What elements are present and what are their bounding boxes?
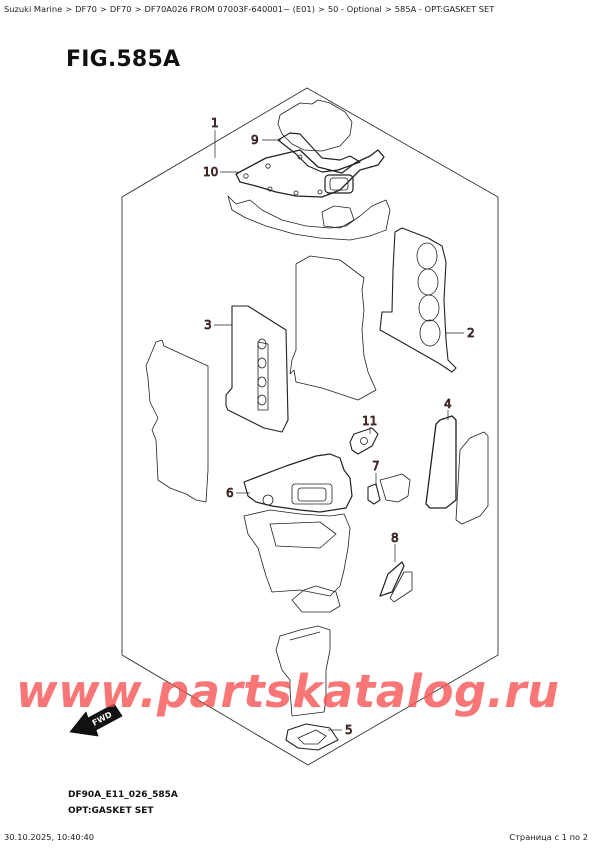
breadcrumb-item-current: 585A - OPT:GASKET SET [394,4,495,14]
page-indicator: Страница с 1 по 2 [509,832,588,842]
callout-8[interactable]: 8 [391,531,399,546]
figure-code: DF90A_E11_026_585A [68,790,178,800]
figure-title: FIG.585A [66,47,181,72]
callout-2[interactable]: 2 [467,326,475,341]
part-10-intake-gasket[interactable] [235,149,385,198]
breadcrumb-item-suzuki-marine[interactable]: Suzuki Marine [4,4,63,14]
kit-boundary-outline [121,87,499,766]
part-3-cam-cover-gasket[interactable] [225,305,289,433]
callout-6[interactable]: 6 [226,486,234,501]
breadcrumb-separator: > [317,4,325,14]
callout-11[interactable]: 11 [362,414,378,429]
part-2-head-gasket[interactable] [379,227,457,373]
cylinder-block-outline [289,255,377,401]
breadcrumb-item-df70[interactable]: DF70 [75,4,97,14]
print-datetime: 30.10.2025, 10:40:40 [4,832,95,842]
callout-4[interactable]: 4 [444,397,452,412]
part-11-gasket[interactable] [349,427,379,455]
fwd-arrow-icon: FWD [69,703,123,737]
part-5-gasket[interactable] [285,723,339,751]
side-cover-outline [145,339,209,503]
callout-9[interactable]: 9 [251,133,259,148]
callout-7[interactable]: 7 [372,459,380,474]
callout-3[interactable]: 3 [204,318,212,333]
exhaust-cover-outline [455,431,489,525]
part-1-upper-body [227,195,391,241]
callout-10[interactable]: 10 [203,165,219,180]
part-9-cover-gasket[interactable] [277,99,361,173]
breadcrumb-separator: > [134,4,142,14]
figure-caption: OPT:GASKET SET [68,806,154,816]
breadcrumb: Suzuki Marine>DF70>DF70>DF70A026 FROM 07… [4,4,494,14]
breadcrumb-item-optional[interactable]: 50 - Optional [327,4,382,14]
oil-pan-outline [243,509,351,613]
callout-5[interactable]: 5 [345,723,353,738]
part-7-flange-gasket[interactable] [367,473,411,505]
breadcrumb-separator: > [99,4,107,14]
breadcrumb-separator: > [384,4,392,14]
breadcrumb-separator: > [65,4,73,14]
breadcrumb-item-df70-model[interactable]: DF70 [109,4,132,14]
watermark: www.partskatalog.ru [16,665,560,718]
part-6-oil-pan-gasket[interactable] [243,453,353,513]
lower-unit-outline [275,625,331,717]
breadcrumb-item-serial-range[interactable]: DF70A026 FROM 07003F-640001~ (E01) [144,4,315,14]
callout-labels: 1 2 3 4 5 6 7 8 9 10 11 [203,116,475,738]
part-8-gasket[interactable] [379,561,413,603]
callout-1[interactable]: 1 [211,116,219,131]
part-4-exhaust-cover-gasket[interactable] [425,415,457,509]
